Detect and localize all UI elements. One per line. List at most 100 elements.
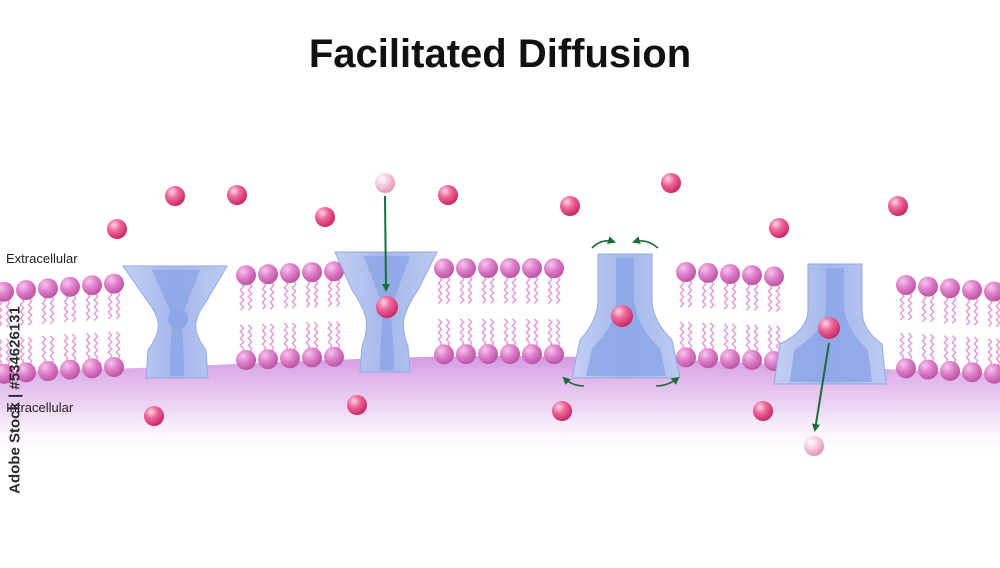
phospholipid-head [984,281,1000,302]
phospholipid-head [720,349,740,369]
phospholipid-head [896,358,916,379]
lipid-tail [929,294,935,323]
phospholipid-head [38,278,58,299]
lipid-tail [987,299,993,328]
phospholipid-head [324,261,344,282]
lipid-tail [481,318,487,347]
phospholipid-head [258,349,278,370]
phospholipid-head [434,258,454,279]
solute-molecule [661,173,681,193]
solute-molecule [315,207,335,227]
cytoplasm-region [0,356,1000,460]
lipid-tail [907,292,913,321]
solute-molecule [438,185,458,205]
lipid-tail [305,279,311,308]
phospholipid-head [280,263,300,283]
stock-watermark: Adobe Stock | #534626131 [6,306,24,494]
solute-molecule [347,395,367,415]
phospholipid-head [544,344,564,365]
conformation-arrow [655,376,680,387]
lipid-tail [951,295,957,324]
lipid-tail [19,336,25,365]
solute-molecule [144,406,164,426]
phospholipid-head [82,275,102,296]
lipid-tail [437,318,443,347]
lipid-tail [709,322,715,351]
lipid-tail [745,282,751,311]
lipid-tail [335,320,341,350]
lipid-tail [555,318,561,347]
lipid-tail [63,333,69,362]
lipid-tail [313,279,319,308]
lipid-tail [445,276,451,305]
lipid-tail [899,292,905,321]
phospholipid-head [676,347,696,368]
solute-molecule [753,401,773,421]
phospholipid-head [698,262,718,283]
solute-molecule [769,218,789,238]
phospholipid-head [940,278,960,299]
phospholipid-head [544,258,564,279]
lipid-tail [533,275,539,304]
lipid-tail [525,318,531,347]
phospholipid-head [236,350,256,370]
lipid-tail [943,335,949,364]
lipid-tail [907,332,913,361]
lipid-tail [753,282,759,311]
lipid-tail [327,278,333,307]
lipid-tail [687,279,693,308]
lipid-tail [261,281,267,310]
lipid-tail [687,321,693,350]
lipid-tail [261,323,267,352]
phospholipid-head [962,362,982,383]
diffusion-arrow [812,342,830,432]
lipid-tail [313,321,319,350]
lipid-tail [291,322,297,351]
lipid-tail [445,318,451,347]
solute-molecule [888,196,908,216]
lipid-tail [41,335,47,364]
lipid-tail [107,291,113,320]
lipid-tail [503,318,509,347]
lipid-tail [995,337,1000,366]
lipid-tail [973,336,979,365]
solute-molecule [227,185,247,205]
intracellular-label: Intracellular [6,400,74,415]
extracellular-label: Extracellular [6,251,78,266]
phospholipid-head [522,344,542,365]
phospholipid-head [896,275,916,295]
lipid-tail [973,297,979,326]
conformation-arrow [632,236,659,249]
phospholipid-head [764,266,784,287]
phospholipid-head [302,347,322,368]
lipid-tail [745,324,751,353]
lipid-tail [291,280,297,309]
phospholipid-head [324,346,344,367]
solute-molecule [552,401,572,421]
lipid-tail [115,331,121,360]
phospholipid-head [16,280,36,300]
lipid-tail [93,292,99,321]
lipid-tail [49,335,55,364]
phospholipid-head [38,361,58,381]
lipid-tail [929,333,935,362]
solute-molecule [611,305,633,327]
lipid-tail [481,275,487,304]
lipid-tail [437,276,443,305]
phospholipid-head [742,349,762,370]
lipid-tail [5,299,11,328]
phospholipid-head [0,363,14,384]
lipid-tail [701,322,707,351]
solute-molecule-faded [375,173,395,193]
lipid-tail [679,279,685,308]
phospholipid-head [940,360,960,381]
lipid-tail [775,325,781,354]
lipid-tail [467,318,473,347]
phospholipid-head [478,258,498,278]
phospholipid-head [236,265,256,286]
phospholipid-tails [0,275,1000,367]
phospholipid-head [82,358,102,379]
lipid-tail [19,297,25,326]
